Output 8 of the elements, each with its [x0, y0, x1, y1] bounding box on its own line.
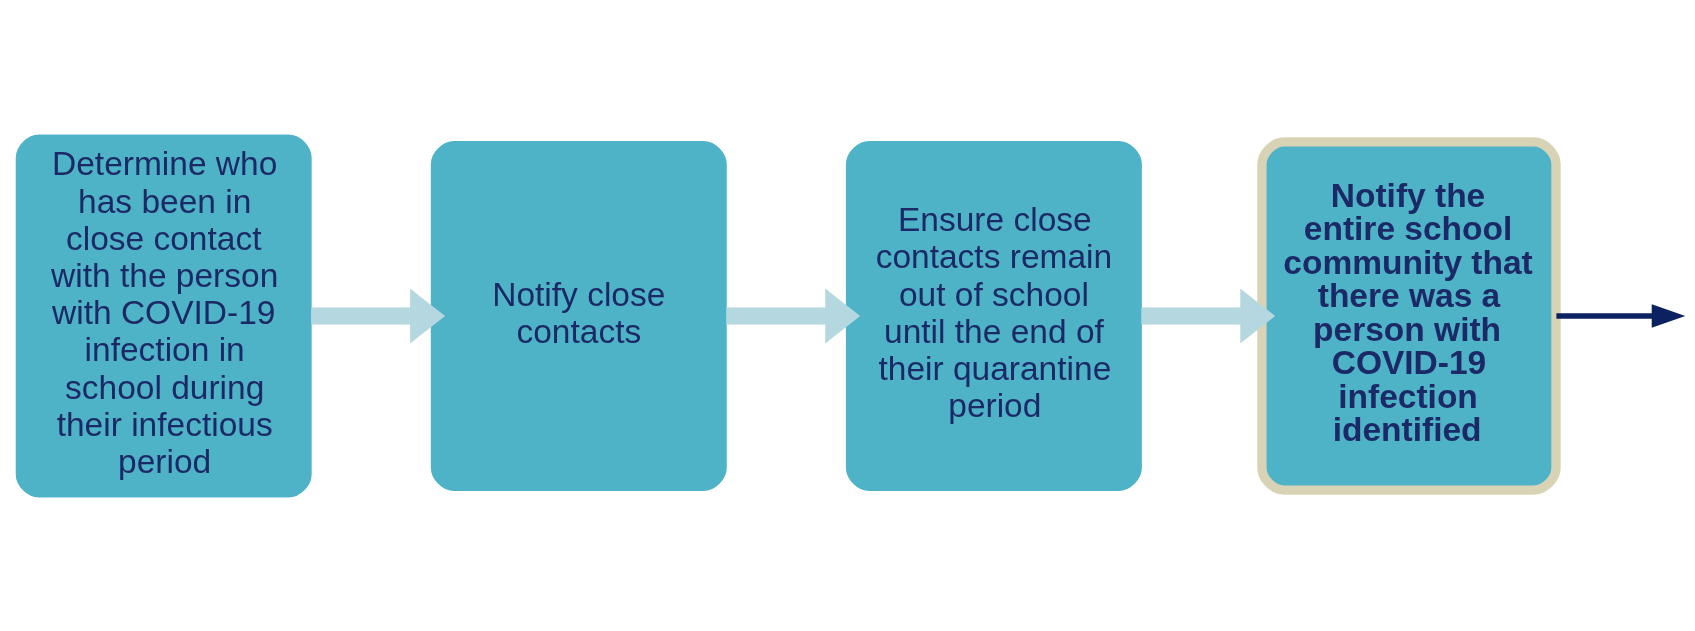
- arrow: [726, 288, 861, 343]
- node-box: Determine who has been in close contact with the person with COVID-19 infection in school during their infectious period: [15, 134, 312, 497]
- arrow: [1141, 288, 1276, 343]
- arrow: [1556, 303, 1686, 328]
- node-box: Ensure close contacts remain out of school until the end of their quarantine period: [845, 140, 1142, 491]
- arrow: [311, 288, 446, 343]
- node-box: Notify close contacts: [430, 140, 727, 491]
- node-box: Notify the entire school community that there was a person with COVID-19 infection identified: [1257, 136, 1561, 495]
